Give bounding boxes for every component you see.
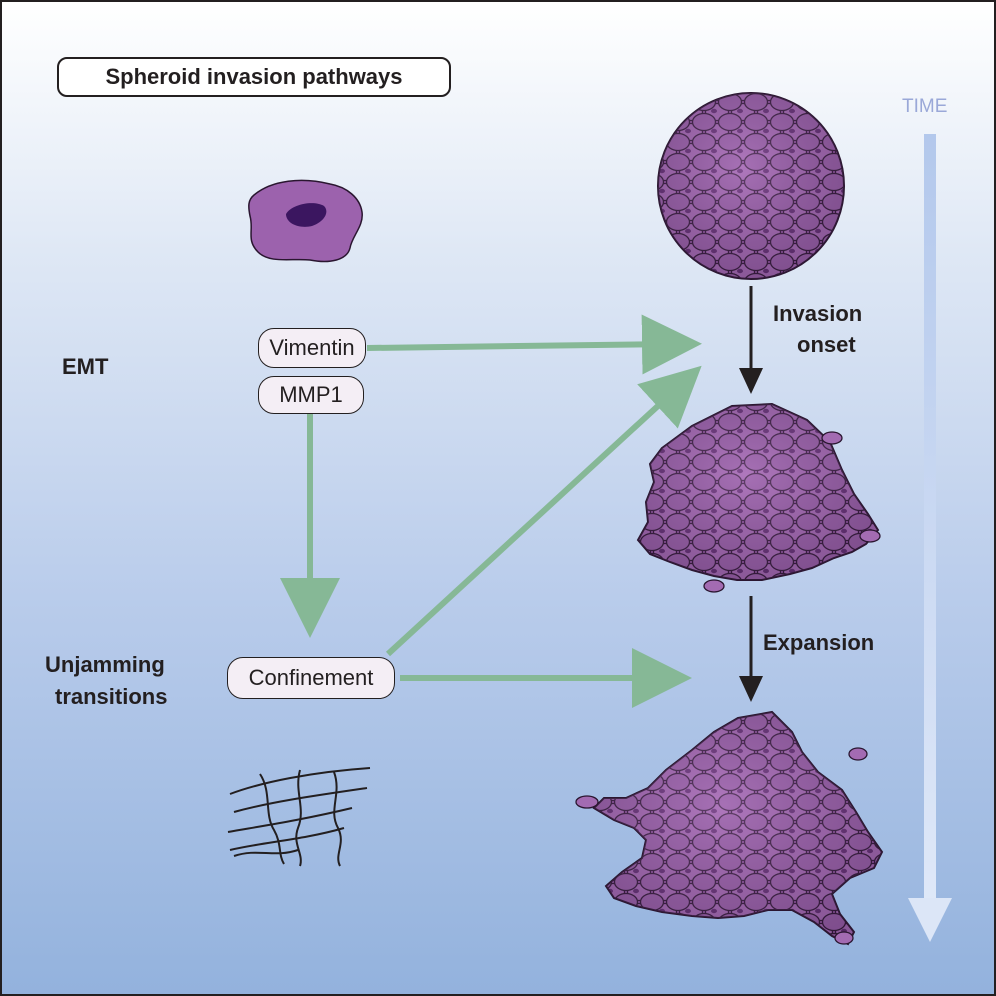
green-arrows bbox=[280, 314, 702, 708]
unjamming-label-line1: Unjamming bbox=[45, 652, 165, 677]
diagram-title: Spheroid invasion pathways bbox=[57, 57, 451, 97]
arrow-invasion-onset bbox=[739, 286, 763, 394]
time-arrow bbox=[908, 134, 952, 942]
unjamming-label-line2: transitions bbox=[55, 684, 168, 709]
spheroid-invasion-onset bbox=[636, 402, 881, 593]
arrow-confinement-to-invasion bbox=[385, 365, 702, 657]
spheroid-compact bbox=[657, 92, 845, 280]
vimentin-pill: Vimentin bbox=[258, 328, 366, 368]
confinement-pill: Confinement bbox=[227, 657, 395, 699]
arrow-vimentin-to-invasion bbox=[366, 314, 702, 375]
single-cell-icon bbox=[248, 179, 363, 263]
black-stage-arrows bbox=[739, 286, 763, 702]
arrow-expansion bbox=[739, 596, 763, 702]
ecm-fibers-icon bbox=[227, 767, 371, 867]
spheroid-expansion bbox=[575, 710, 884, 946]
invasion-label-line1: Invasion bbox=[773, 301, 863, 326]
mmp1-pill: MMP1 bbox=[258, 376, 364, 414]
invasion-label-line2: onset bbox=[797, 332, 856, 357]
time-label: TIME bbox=[902, 96, 948, 117]
expansion-label: Expansion bbox=[763, 630, 875, 655]
emt-label: EMT bbox=[62, 354, 109, 379]
